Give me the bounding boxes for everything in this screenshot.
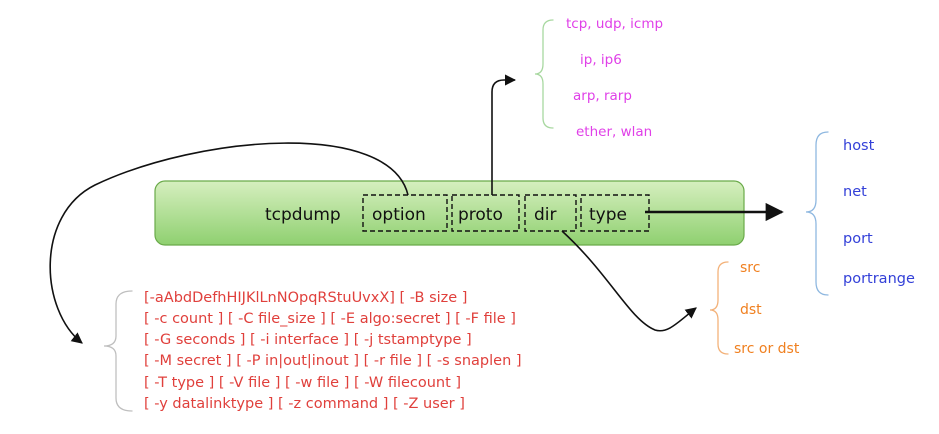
dir-item-1: dst: [740, 302, 762, 318]
option-line-0: [-aAbdDefhHIJKlLnNOpqRStuUvxX] [ -B size…: [144, 290, 467, 306]
dir-brace: [709, 261, 729, 355]
type-brace: [805, 131, 829, 296]
slot-dir-box: [524, 194, 577, 232]
option-arrow: [49, 142, 409, 344]
type-item-2: port: [843, 231, 873, 247]
slot-proto-label: proto: [458, 205, 503, 225]
slot-proto-box: [451, 194, 520, 232]
proto-item-1: ip, ip6: [580, 52, 622, 68]
slot-option-box: [362, 194, 448, 232]
type-item-3: portrange: [843, 271, 915, 287]
option-line-5: [ -y datalinktype ] [ -z command ] [ -Z …: [144, 396, 465, 412]
slot-option-label: option: [372, 205, 426, 225]
dir-arrow: [561, 230, 697, 332]
option-line-2: [ -G seconds ] [ -i interface ] [ -j tst…: [144, 332, 472, 348]
option-line-1: [ -c count ] [ -C file_size ] [ -E algo:…: [144, 311, 516, 327]
option-line-3: [ -M secret ] [ -P in|out|inout ] [ -r f…: [144, 353, 522, 369]
proto-brace: [534, 19, 554, 129]
dir-item-0: src: [740, 260, 760, 276]
command-name: tcpdump: [265, 205, 341, 225]
proto-item-2: arp, rarp: [573, 88, 632, 104]
proto-arrow: [491, 74, 517, 195]
slot-dir-label: dir: [534, 205, 557, 225]
type-item-0: host: [843, 138, 875, 154]
option-brace: [103, 290, 133, 412]
slot-type-label: type: [589, 205, 627, 225]
type-item-1: net: [843, 184, 867, 200]
slot-type-box: [580, 194, 650, 232]
proto-item-3: ether, wlan: [576, 124, 652, 140]
dir-item-2: src or dst: [734, 341, 800, 357]
option-line-4: [ -T type ] [ -V file ] [ -w file ] [ -W…: [144, 375, 461, 391]
proto-item-0: tcp, udp, icmp: [566, 16, 663, 32]
